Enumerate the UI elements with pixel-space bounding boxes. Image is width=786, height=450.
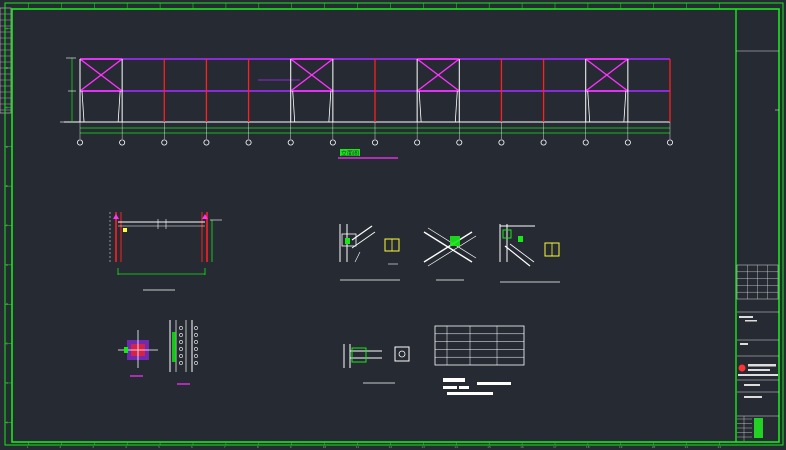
ruler-label: 9 xyxy=(290,445,292,449)
ruler-label: 6 xyxy=(191,445,193,449)
inner-frame xyxy=(11,8,780,443)
title-block xyxy=(735,9,779,442)
building-elevation xyxy=(60,57,674,146)
ruler-label: B xyxy=(6,66,8,70)
ruler-label: 14 xyxy=(454,445,458,449)
ruler-label: 16 xyxy=(520,445,524,449)
grid-axis-bubble xyxy=(161,139,168,146)
frame-section-detail xyxy=(109,212,222,291)
elevation-title-text: 立面图 xyxy=(341,150,359,158)
ruler-label: I xyxy=(6,342,8,346)
ruler-label: 4 xyxy=(125,445,127,449)
grid-axis-bubble xyxy=(203,139,210,146)
ruler-label: 10 xyxy=(323,445,327,449)
ruler-label: 21 xyxy=(685,445,689,449)
ruler-label: 1 xyxy=(26,445,28,449)
bracing-node-detail-2 xyxy=(423,227,477,281)
grid-axis-bubble xyxy=(456,139,463,146)
x-brace xyxy=(585,58,629,92)
grid-axis-bubble xyxy=(119,139,126,146)
grid-axis-bubble xyxy=(624,139,631,146)
ruler-label: G xyxy=(6,263,8,267)
bracing-node-detail-1 xyxy=(339,224,400,281)
ruler-label: 5 xyxy=(158,445,160,449)
x-brace xyxy=(79,58,123,92)
ruler-label: 7 xyxy=(224,445,226,449)
grid-axis-bubble xyxy=(371,139,378,146)
elevation-title: 立面图 xyxy=(338,149,398,159)
ruler-label: D xyxy=(6,145,8,149)
ruler-label: C xyxy=(6,105,8,109)
ruler-label: 15 xyxy=(487,445,491,449)
column-base-detail xyxy=(118,330,158,377)
drawing-notes xyxy=(443,378,511,395)
ruler-label: 22 xyxy=(718,445,722,449)
grid-axis-bubble xyxy=(582,139,589,146)
grid-axis-bubble xyxy=(414,139,421,146)
ruler-label: 13 xyxy=(421,445,425,449)
x-brace xyxy=(416,58,460,92)
grid-axis-bubble xyxy=(287,139,294,146)
ruler-label: 18 xyxy=(586,445,590,449)
ruler-label: 8 xyxy=(257,445,259,449)
beam-connection-detail xyxy=(343,344,410,384)
grid-axis-bubble xyxy=(498,139,505,146)
ruler-label: 12 xyxy=(388,445,392,449)
grid-axis-bubble xyxy=(77,139,84,146)
ruler-label: J xyxy=(6,381,8,385)
column-splice-detail xyxy=(169,320,198,385)
ruler-label: K xyxy=(6,420,8,424)
ruler-label: F xyxy=(6,224,8,228)
grid-axis-bubble xyxy=(245,139,252,146)
x-brace xyxy=(290,58,334,92)
ruler-label: 2 xyxy=(59,445,61,449)
grid-axis-bubble xyxy=(540,139,547,146)
ruler-label: A xyxy=(6,27,8,31)
grid-axis-bubble xyxy=(329,139,336,146)
ruler-label: 17 xyxy=(553,445,557,449)
ruler-label: E xyxy=(6,184,8,188)
outer-frame xyxy=(4,2,784,446)
material-table xyxy=(434,325,525,366)
ruler-label: 20 xyxy=(652,445,656,449)
ruler-label: 3 xyxy=(92,445,94,449)
ruler-label: 11 xyxy=(356,445,360,449)
ruler-label: H xyxy=(6,302,8,306)
company-logo-icon xyxy=(738,364,746,372)
grid-axis-bubble xyxy=(667,139,674,146)
bracing-node-detail-3 xyxy=(499,224,560,283)
ruler-label: 19 xyxy=(619,445,623,449)
